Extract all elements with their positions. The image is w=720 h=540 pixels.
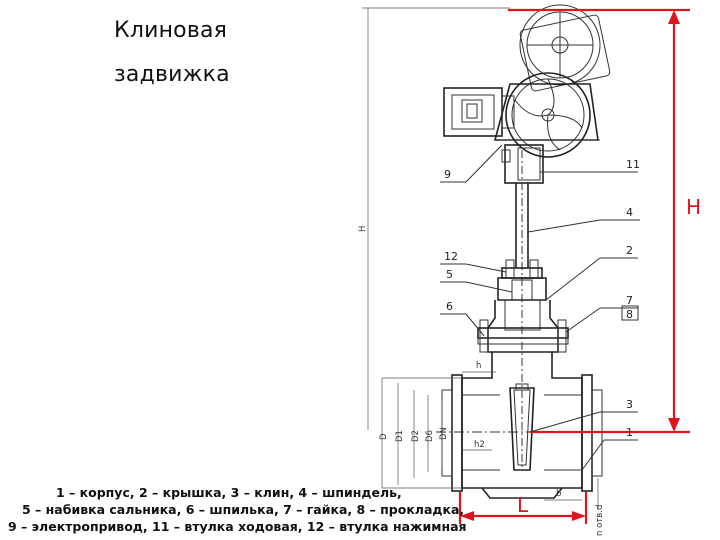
stem	[515, 150, 529, 470]
red-dimensions	[458, 8, 690, 524]
title-line-1: Клиновая	[114, 18, 228, 43]
legend-line-1: 1 – корпус, 2 – крышка, 3 – клин, 4 – шп…	[56, 485, 402, 500]
callout-2: 2	[626, 244, 633, 257]
dim-D1: D1	[395, 430, 405, 442]
legend-line-2: 5 – набивка сальника, 6 – шпилька, 7 – г…	[22, 502, 465, 517]
legend-line-3: 9 – электропривод, 11 – втулка ходовая, …	[8, 519, 467, 534]
dim-H-red: H	[686, 195, 701, 219]
callout-4: 4	[626, 206, 633, 219]
gland	[497, 259, 547, 301]
dim-D6: D6	[425, 430, 435, 442]
dim-D: D	[379, 433, 389, 440]
dim-n-otv: n отв.d	[595, 505, 605, 536]
callout-5: 5	[446, 268, 453, 281]
dim-h: h	[476, 361, 481, 371]
callout-6: 6	[446, 300, 453, 313]
valve-body	[436, 352, 610, 499]
callout-1: 1	[626, 426, 633, 439]
callout-9: 9	[444, 168, 451, 181]
callout-8: 8	[626, 308, 633, 321]
dim-L-red: L	[517, 493, 529, 517]
body-dimensions	[381, 371, 599, 510]
callout-7: 7	[626, 294, 633, 307]
callout-11: 11	[626, 158, 640, 171]
bonnet	[477, 300, 569, 353]
dim-b: b	[556, 489, 561, 499]
drive-coupling	[501, 144, 544, 184]
dim-DN: DN	[439, 427, 449, 440]
callout-leaders	[440, 144, 640, 471]
actuator	[443, 4, 611, 158]
callout-12: 12	[444, 250, 458, 263]
h-small-label: H	[358, 226, 368, 232]
dim-h2: h2	[474, 440, 485, 450]
dim-D2: D2	[411, 430, 421, 442]
callout-3: 3	[626, 398, 633, 411]
title-line-2: задвижка	[114, 62, 230, 87]
